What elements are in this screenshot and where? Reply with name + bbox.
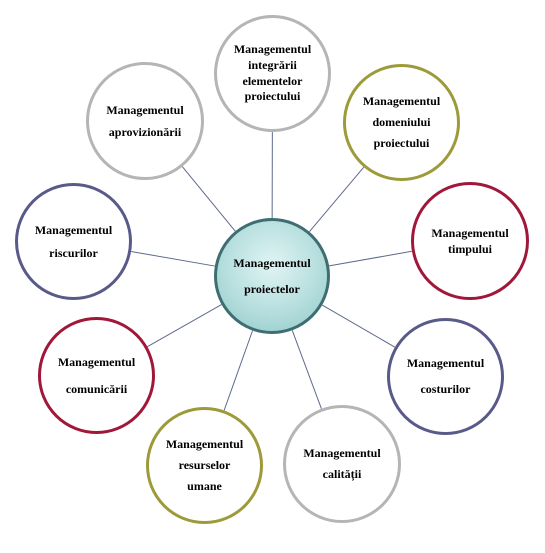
center-line-1: Managementul	[233, 255, 311, 270]
connector-line-5	[291, 330, 322, 409]
node-risk-management: Managementul riscurilor	[15, 183, 132, 300]
center-node-project-management: Managementul proiectelor	[214, 218, 330, 334]
connector-line-8	[131, 251, 215, 267]
node-time-management: Managementul timpului	[411, 182, 529, 300]
connector-line-2	[309, 166, 365, 232]
connector-line-6	[223, 330, 254, 411]
node-procurement-management: Managementul aprovizionării	[86, 62, 204, 180]
node-communication-management: Managementul comunicării	[38, 317, 155, 434]
node-cost-management: Managementul costurilor	[387, 318, 504, 435]
center-node-label: Managementul proiectelor	[233, 250, 310, 303]
connector-line-7	[147, 304, 222, 348]
connector-line-9	[182, 166, 236, 232]
connector-line-3	[329, 250, 412, 267]
node-quality-management: Managementul calității	[283, 405, 401, 523]
node-scope-management: Managementul domeniului proiectului	[343, 64, 460, 181]
connector-line-4	[321, 304, 396, 348]
node-integration-management: Managementul integrării elementelor proi…	[214, 15, 331, 132]
node-human-resources-management: Managementul resurselor umane	[146, 407, 263, 524]
center-line-2: proiectelor	[244, 282, 300, 296]
